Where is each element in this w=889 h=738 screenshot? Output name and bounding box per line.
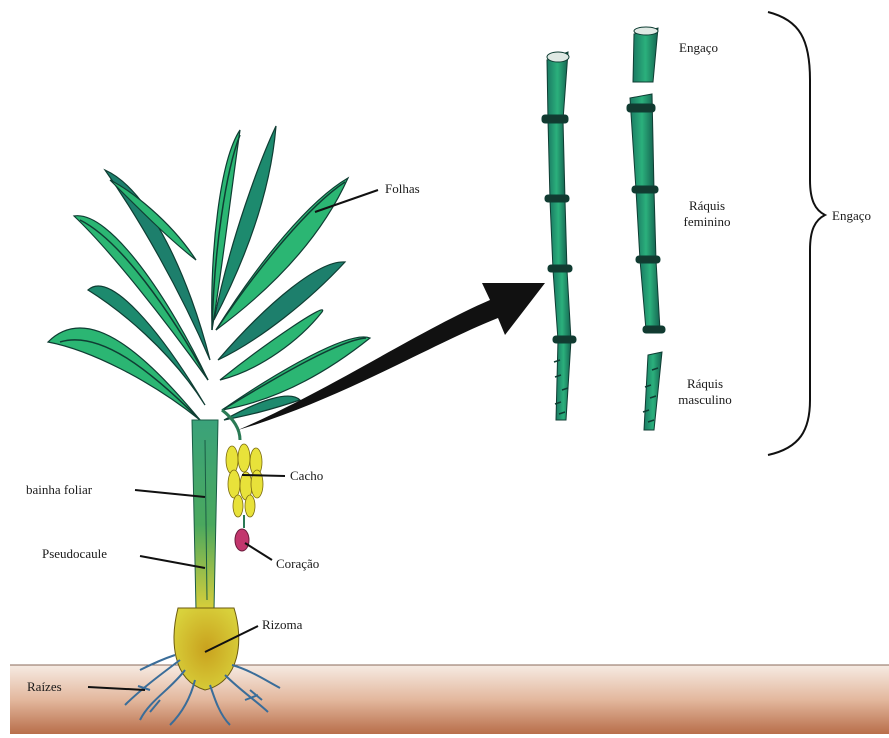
- banana-heart: [235, 529, 249, 551]
- label-cacho: Cacho: [290, 468, 323, 484]
- label-raquis-feminino: Ráquis feminino: [672, 198, 742, 230]
- rachis-left: [542, 52, 576, 420]
- label-engaco-brace: Engaço: [832, 208, 871, 224]
- label-coracao: Coração: [276, 556, 319, 572]
- label-rizoma: Rizoma: [262, 617, 302, 633]
- label-engaco-top: Engaço: [679, 40, 718, 56]
- label-raquis-masculino: Ráquis masculino: [668, 376, 742, 408]
- leaves: [48, 126, 370, 420]
- label-pseudocaule: Pseudocaule: [42, 546, 107, 562]
- label-folhas: Folhas: [385, 181, 420, 197]
- label-bainha-foliar: bainha foliar: [26, 482, 92, 498]
- rachis-right: [627, 27, 665, 430]
- label-raquis-feminino-line2: feminino: [672, 214, 742, 230]
- label-raquis-masculino-line2: masculino: [668, 392, 742, 408]
- label-raizes: Raízes: [27, 679, 62, 695]
- label-raquis-feminino-line1: Ráquis: [672, 198, 742, 214]
- brace: [768, 12, 825, 455]
- label-raquis-masculino-line1: Ráquis: [668, 376, 742, 392]
- banana-bunch: [226, 444, 263, 517]
- soil: [10, 665, 889, 734]
